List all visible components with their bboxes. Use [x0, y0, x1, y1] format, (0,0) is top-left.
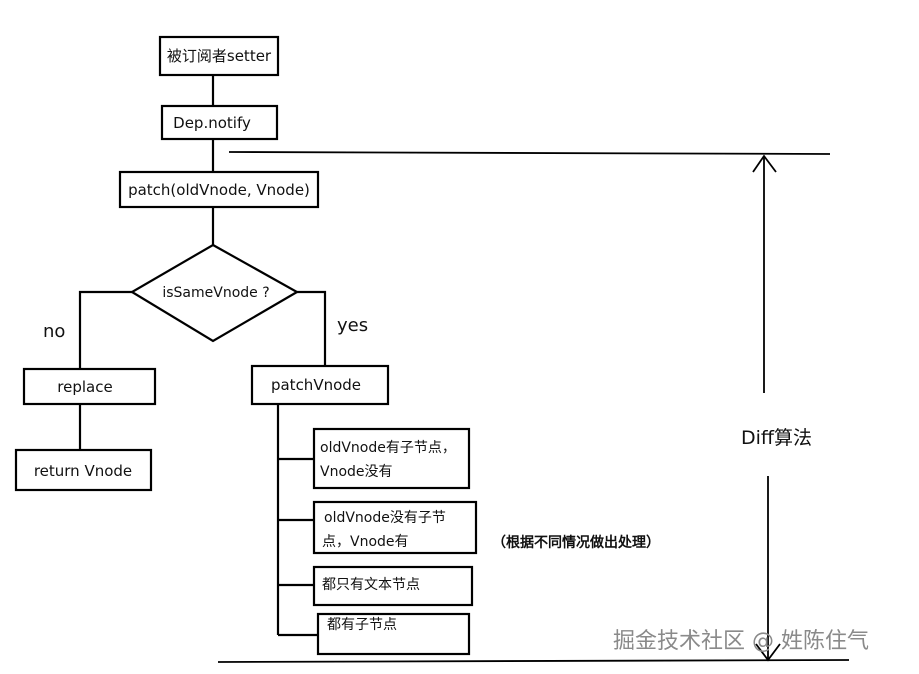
- connectors: [78, 75, 327, 637]
- node-dep-notify: Dep.notify: [160, 104, 279, 141]
- diff-label: Diff算法: [741, 427, 812, 449]
- node-subscriber-setter-label: 被订阅者setter: [167, 47, 272, 65]
- branch-yes-label: yes: [337, 315, 368, 336]
- diff-arrow-head-down: [755, 643, 781, 662]
- node-case4-label: 都有子节点: [327, 617, 397, 633]
- node-patch-vnode: patchVnode: [250, 364, 390, 406]
- branch-no-label: no: [43, 321, 65, 342]
- node-patch: patch(oldVnode, Vnode): [118, 170, 320, 209]
- handling-note: （根据不同情况做出处理）: [492, 534, 660, 551]
- node-is-same-vnode-label: isSameVnode ?: [162, 285, 269, 301]
- diff-top-line: [228, 151, 831, 155]
- node-dep-notify-label: Dep.notify: [173, 114, 251, 132]
- node-replace: replace: [22, 367, 157, 406]
- watermark: 掘金技术社区 @ 姓陈住气: [613, 629, 869, 654]
- node-replace-label: replace: [57, 378, 112, 396]
- node-subscriber-setter: 被订阅者setter: [158, 35, 280, 77]
- node-case3-label: 都只有文本节点: [322, 577, 420, 593]
- connector-no-branch: [78, 290, 132, 369]
- connector-yes-branch: [297, 290, 327, 366]
- node-patch-label: patch(oldVnode, Vnode): [128, 181, 310, 199]
- node-case2-line1: oldVnode没有子节: [324, 510, 446, 526]
- node-case1-line1: oldVnode有子节点，: [320, 440, 456, 456]
- diff-arrow-head-up: [752, 154, 777, 173]
- node-return-vnode: return Vnode: [14, 448, 153, 492]
- node-case2-line2: 点，Vnode有: [322, 534, 409, 550]
- node-return-vnode-label: return Vnode: [34, 462, 132, 480]
- node-case1-line2: Vnode没有: [320, 464, 393, 480]
- node-case-both-children: 都有子节点: [316, 612, 471, 656]
- node-case-old-has-children: oldVnode有子节点， Vnode没有: [312, 427, 471, 490]
- node-case-text-only: 都只有文本节点: [312, 565, 474, 607]
- node-is-same-vnode: isSameVnode ?: [129, 243, 300, 343]
- diff-range: Diff算法: [217, 151, 850, 663]
- node-case-new-has-children: oldVnode没有子节 点，Vnode有: [312, 500, 478, 555]
- diff-bottom-line: [217, 659, 850, 663]
- node-patch-vnode-label: patchVnode: [271, 376, 361, 394]
